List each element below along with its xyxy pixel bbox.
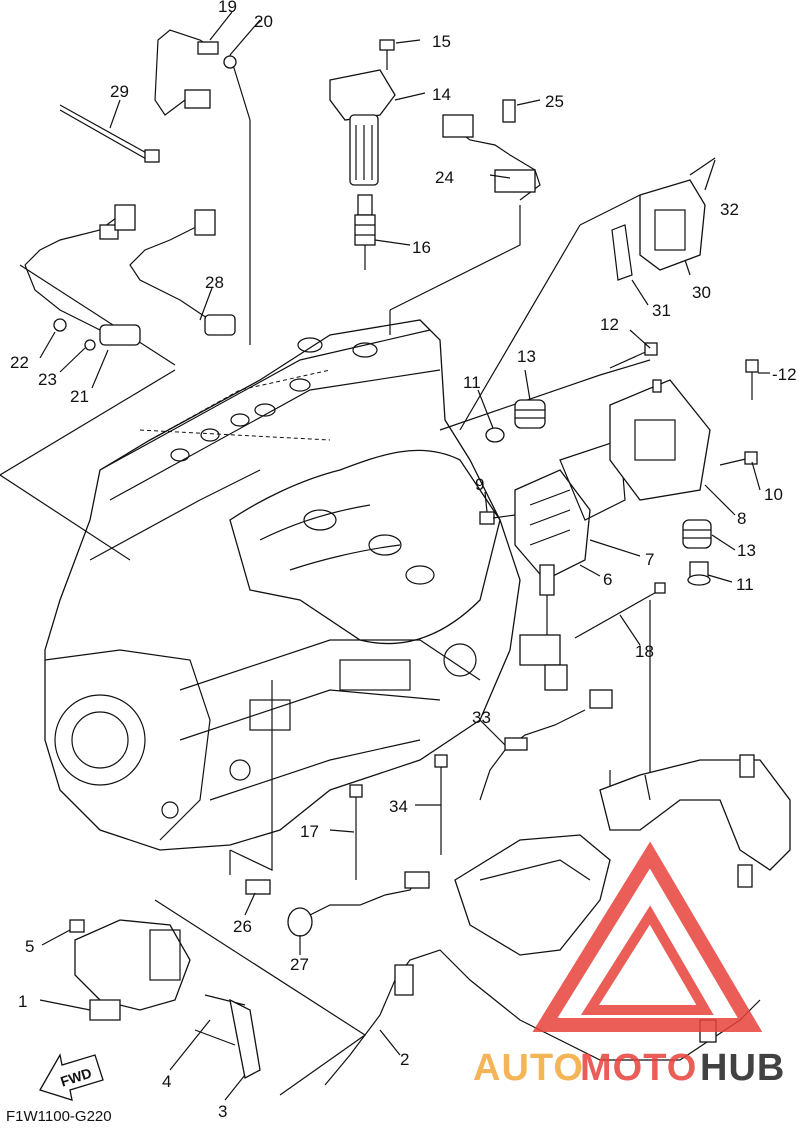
- callout-6: 6: [603, 570, 612, 589]
- callout-11: 11: [463, 373, 481, 392]
- callout-7: 7: [645, 550, 654, 569]
- callout-13b: 13: [737, 541, 756, 560]
- callout-22: 22: [10, 353, 29, 372]
- callout-30: 30: [692, 283, 711, 302]
- callout-21: 21: [70, 387, 89, 406]
- callout-4: 4: [162, 1072, 171, 1091]
- callout-24: 24: [435, 168, 454, 187]
- callout-31: 31: [652, 301, 671, 320]
- pressure-switch-and-harness: [245, 871, 430, 937]
- bolts: [479, 342, 759, 639]
- callout-12b: -12: [772, 365, 797, 384]
- electrical-box: [514, 379, 711, 691]
- callout-2: 2: [400, 1050, 409, 1069]
- exhaust-pipe: [454, 754, 791, 956]
- exhaust-temp-sensor: [479, 689, 613, 801]
- watermark-logo: AUTO MOTO HUB: [473, 841, 785, 1089]
- callout-19: 19: [218, 0, 237, 16]
- callout-eighteen: 18: [635, 642, 654, 661]
- callout-14: 14: [432, 85, 451, 104]
- temperature-sensor-harness: [154, 29, 237, 116]
- cable-ties: [349, 754, 448, 880]
- throttle-assembly: [69, 919, 261, 1079]
- callout-15: 15: [432, 32, 451, 51]
- crank-position-sensor: [24, 204, 141, 351]
- watermark-text-auto: AUTO: [473, 1047, 584, 1089]
- callout-34: 34: [389, 797, 408, 816]
- oxygen-probe: [59, 104, 160, 163]
- fwd-arrow: FWD: [39, 1053, 104, 1101]
- knock-sensor-harness: [129, 209, 236, 336]
- callout-29: 29: [110, 82, 129, 101]
- callout-13: 13: [517, 347, 536, 366]
- callout-10: 10: [764, 485, 783, 504]
- callout-33: 33: [472, 708, 491, 727]
- callout-11b: 11: [736, 575, 754, 594]
- grommets-collars: [485, 399, 712, 586]
- callout-25: 25: [545, 92, 564, 111]
- callout-16: 16: [412, 238, 431, 257]
- callout-labels: 19 20 15 14 25 29 24 32 16 30 28 31 -12 …: [10, 0, 797, 1121]
- callout-5: 5: [25, 937, 34, 956]
- callout-32: 32: [720, 200, 739, 219]
- callout-1: 1: [18, 992, 27, 1011]
- diagram-code: F1W1100-G220: [6, 1108, 112, 1125]
- ignition-coil: [329, 39, 396, 186]
- callout-3: 3: [218, 1102, 227, 1121]
- watermark-text-hub: HUB: [700, 1047, 785, 1089]
- callout-27: 27: [290, 955, 309, 974]
- callout-8: 8: [737, 509, 746, 528]
- cam-sensor: [442, 99, 541, 201]
- callout-seventeen: 17: [300, 822, 319, 841]
- callout-26: 26: [233, 917, 252, 936]
- callout-9: 9: [475, 475, 484, 494]
- leader-lines: [39, 11, 770, 1101]
- callout-28: 28: [205, 273, 224, 292]
- callout-20: 20: [254, 12, 273, 31]
- throttle-body-module: [611, 157, 716, 281]
- callout-23: 23: [38, 370, 57, 389]
- watermark-text-moto: MOTO: [580, 1047, 697, 1089]
- engine-block: [44, 319, 521, 851]
- spark-plug: [354, 194, 376, 270]
- callout-12: 12: [600, 315, 619, 334]
